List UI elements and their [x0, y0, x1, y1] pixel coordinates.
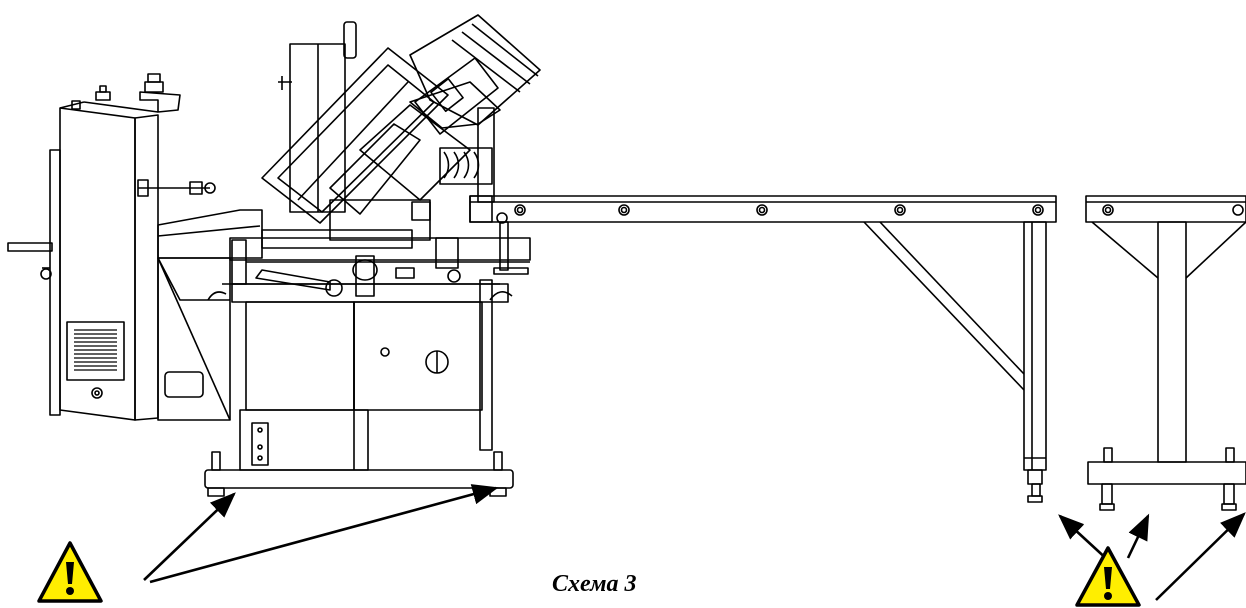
control-knobs	[71, 73, 181, 113]
arrow-to-rail-foot	[1058, 514, 1111, 563]
saw-head	[261, 21, 449, 224]
arrow-to-left-foot	[143, 492, 236, 581]
roller-table-rail	[469, 195, 1057, 275]
roller-stand	[1085, 195, 1246, 511]
vise-clamp	[255, 199, 461, 297]
arrow-to-right-foot	[149, 484, 499, 584]
control-cabinet	[7, 101, 159, 421]
warning-triangle-icon	[37, 541, 103, 603]
diagram-caption: Схема 3	[552, 571, 637, 597]
saw-motor	[409, 14, 541, 135]
warning-triangle-icon	[1075, 546, 1141, 607]
arrow-to-stand-foot-right	[1155, 512, 1246, 601]
base-cabinet	[207, 279, 513, 471]
pointer-arrows	[143, 484, 1246, 601]
machine-frame	[137, 179, 531, 421]
vent-grille	[74, 329, 117, 371]
arrow-to-stand-foot-left	[1126, 513, 1150, 559]
roller-table-leg	[863, 221, 1047, 503]
gearbox	[359, 104, 495, 203]
